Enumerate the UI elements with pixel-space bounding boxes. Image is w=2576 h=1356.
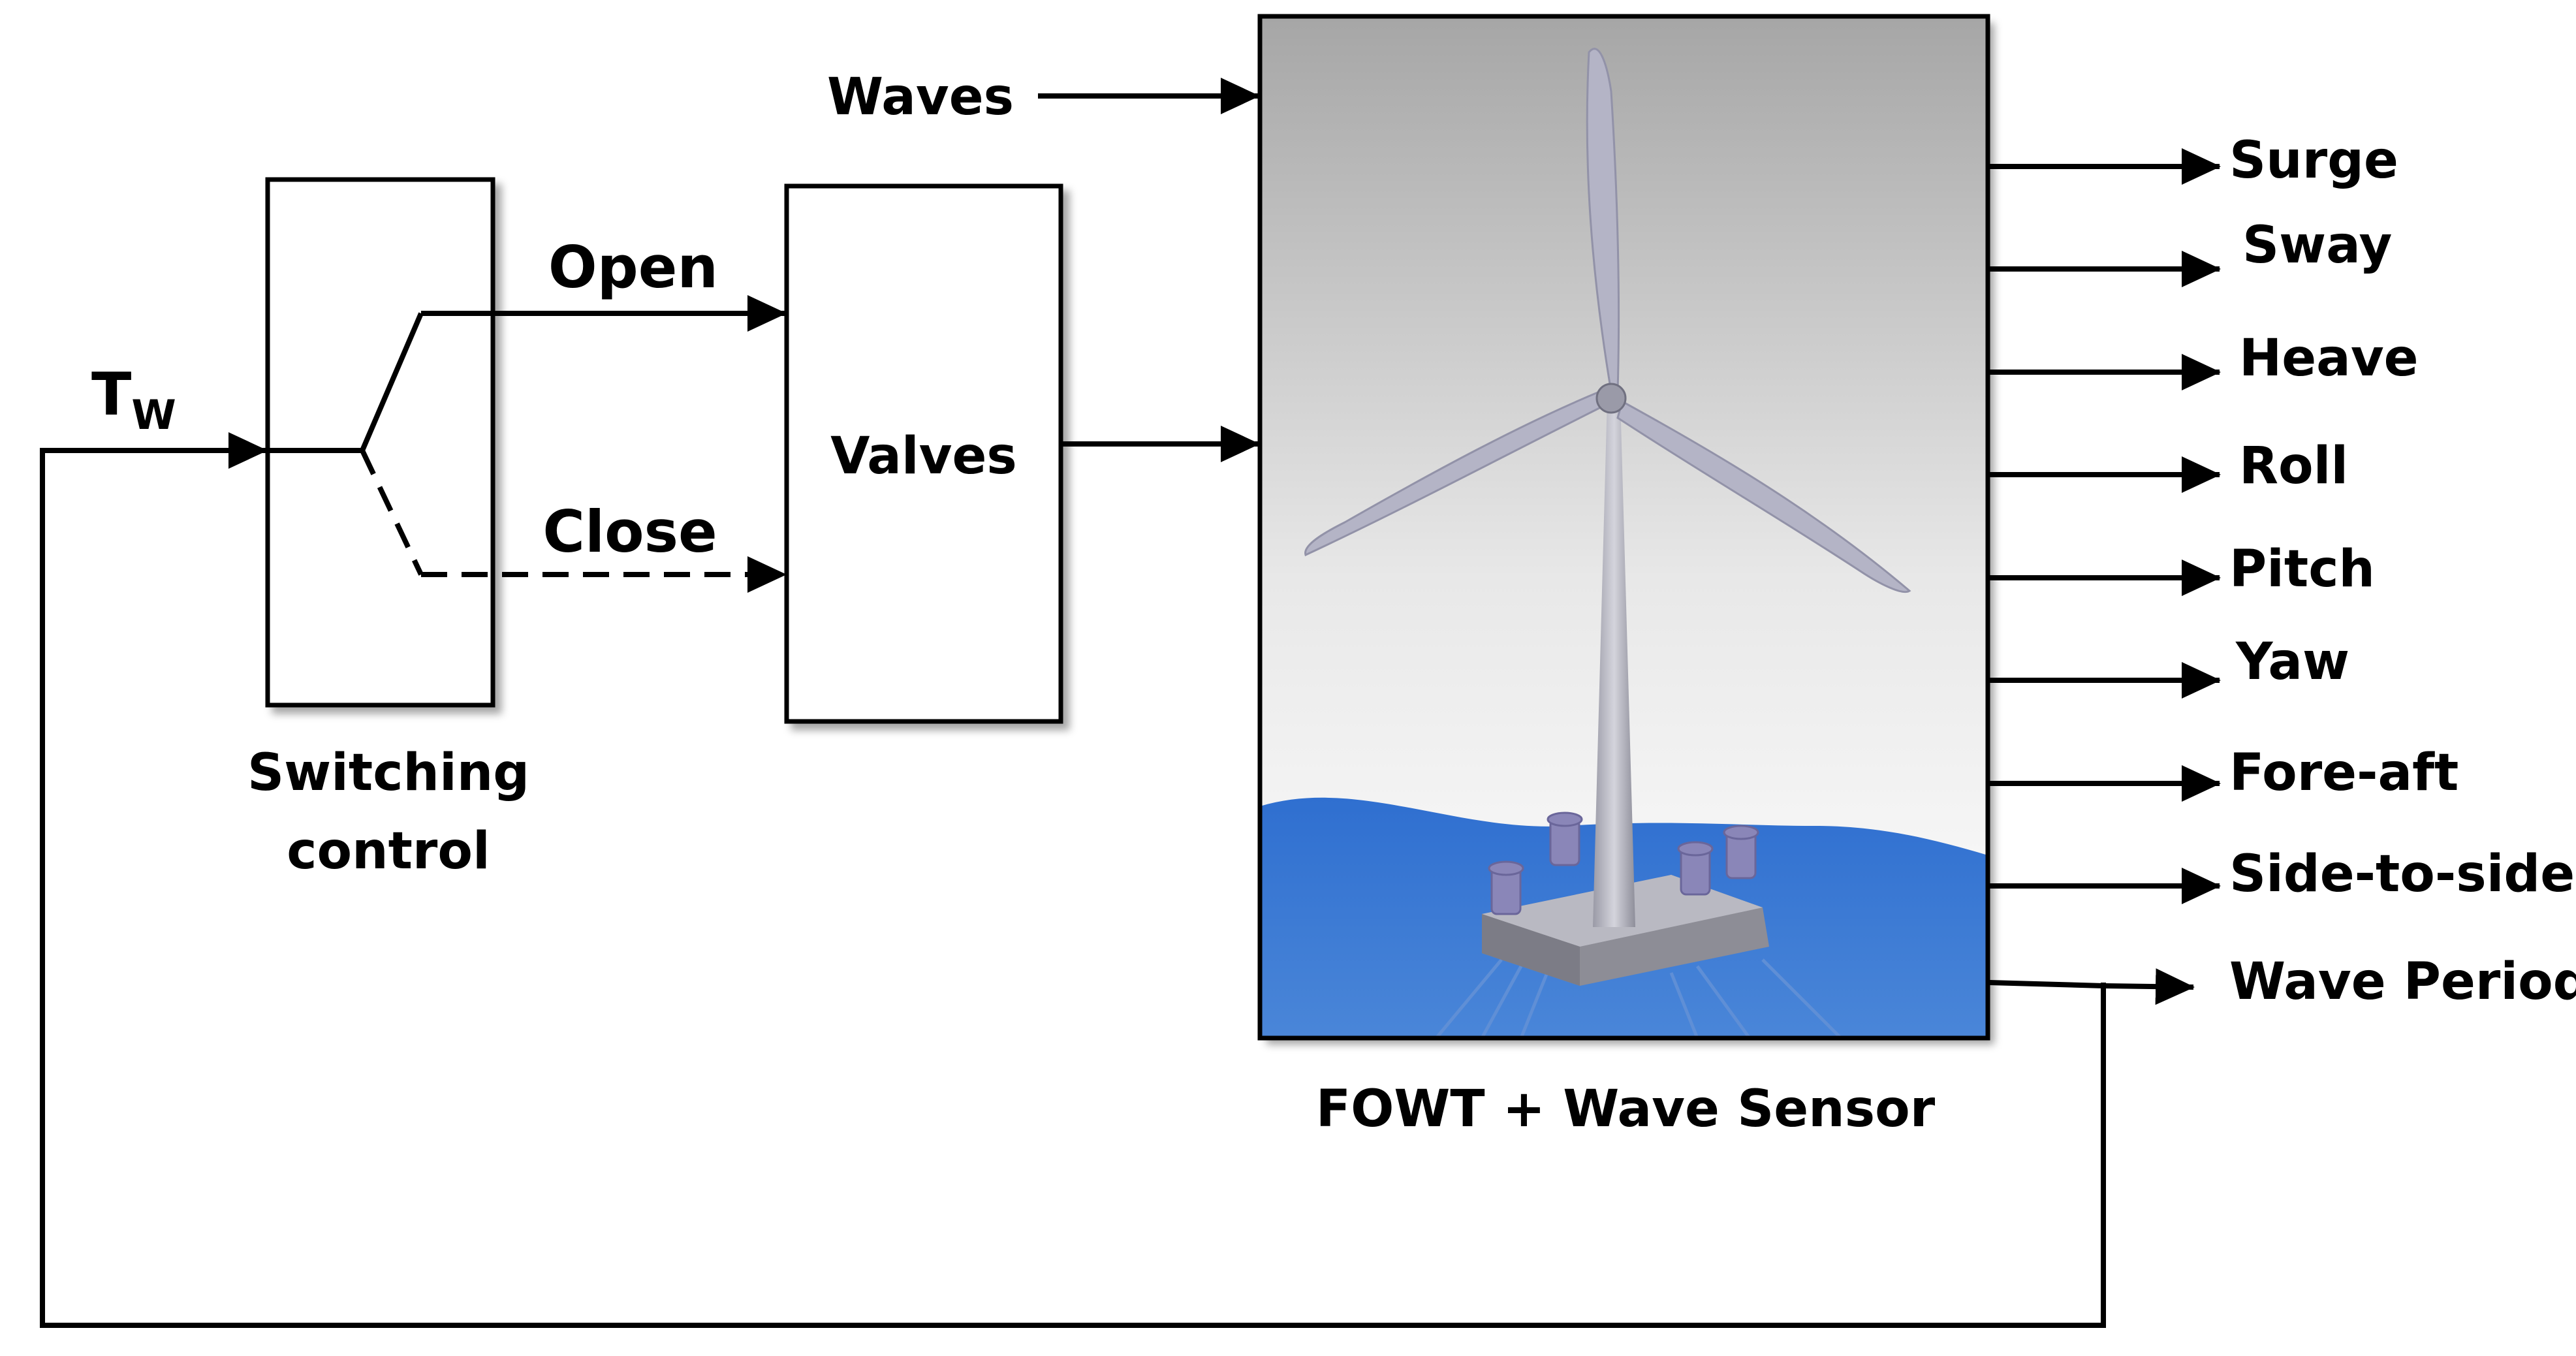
waves-label: Waves: [827, 68, 1014, 127]
output-label-roll: Roll: [2239, 437, 2348, 496]
output-arrow-wave-period: [1988, 968, 2195, 1005]
switch-blade-open: [360, 312, 424, 452]
tw-label: TW: [91, 360, 176, 439]
turbine-tower: [1593, 398, 1635, 927]
fowt-block: [1257, 14, 1990, 1041]
mooring-lines: [1435, 958, 1842, 1039]
output-label-side-to-side: Side-to-side: [2229, 845, 2575, 904]
valves-block: [784, 183, 1063, 724]
output-label-heave: Heave: [2239, 329, 2419, 388]
close-label: Close: [542, 498, 717, 565]
output-label-fore-aft: Fore-aft: [2229, 744, 2458, 802]
output-label-sway: Sway: [2242, 216, 2392, 275]
switch-blade-close: [360, 449, 424, 576]
turbine-hub: [1595, 383, 1627, 414]
output-label-yaw: Yaw: [2235, 633, 2349, 691]
output-label-surge: Surge: [2229, 131, 2398, 190]
fowt-label: FOWT + Wave Sensor: [1316, 1080, 1936, 1139]
open-label: Open: [548, 234, 718, 301]
switching-control-label-line1: Switching: [247, 744, 529, 802]
switching-control-block: [265, 177, 495, 708]
output-label-pitch: Pitch: [2229, 540, 2375, 599]
output-label-wave-period: Wave Period: [2229, 953, 2576, 1011]
outputs: Surge Sway Heave Roll Pitch Yaw Fore-aft…: [1988, 131, 2576, 1011]
turbine-blades: [1304, 48, 1911, 593]
switching-control-label-line2: control: [287, 822, 490, 881]
feedback-loop-line: [40, 432, 2106, 1328]
valves-label: Valves: [830, 427, 1017, 486]
